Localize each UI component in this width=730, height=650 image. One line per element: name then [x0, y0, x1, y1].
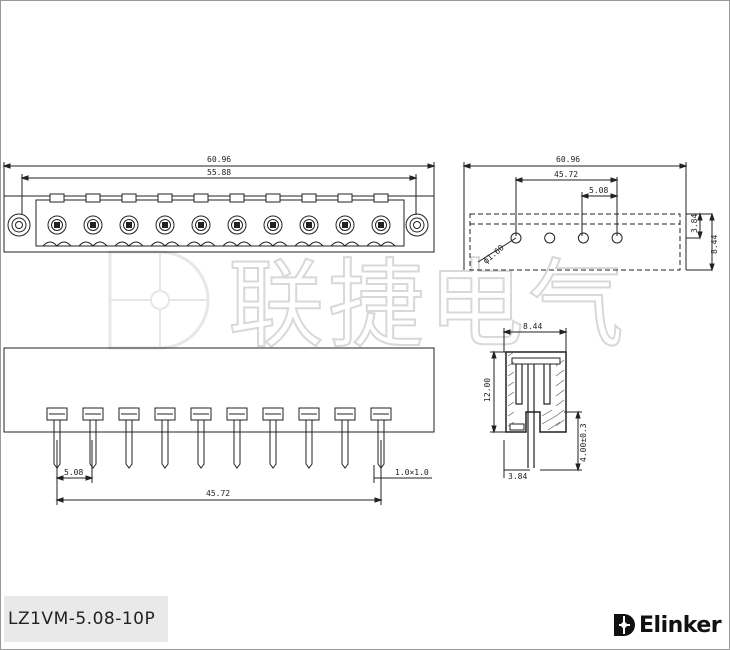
- dim-side-overall: 60.96: [556, 155, 580, 164]
- bottom-pin: [226, 407, 248, 469]
- side-hole: [544, 232, 556, 244]
- dim-front-overall: 60.96: [207, 155, 231, 164]
- front-terminal: [294, 193, 324, 247]
- dim-side-pitch: 5.08: [589, 186, 608, 195]
- front-pin-row: [42, 193, 396, 247]
- dim-bottom-span: 45.72: [206, 489, 230, 498]
- dim-bottom-pitch: 5.08: [64, 468, 83, 477]
- front-terminal: [78, 193, 108, 247]
- dim-front-span: 55.88: [207, 168, 231, 177]
- dim-profile-width: 8.44: [523, 322, 542, 331]
- part-number-label: LZ1VM-5.08-10P: [4, 596, 168, 642]
- front-terminal: [114, 193, 144, 247]
- side-view: [462, 162, 715, 272]
- dim-profile-offset: 3.84: [508, 472, 527, 481]
- bottom-pin: [46, 407, 68, 469]
- profile-hatch: [507, 351, 565, 431]
- bottom-pin: [334, 407, 356, 469]
- dim-profile-height: 12.00: [483, 378, 492, 402]
- dim-side-h1: 3.84: [690, 214, 699, 233]
- side-hole: [577, 232, 589, 244]
- dim-side-span: 45.72: [554, 170, 578, 179]
- bottom-pin: [190, 407, 212, 469]
- dim-bottom-pin: 1.0×1.0: [395, 468, 429, 477]
- front-terminal: [186, 193, 216, 247]
- side-hole: [510, 232, 522, 244]
- front-terminal: [150, 193, 180, 247]
- side-hole-row: [510, 232, 623, 244]
- bottom-pin: [298, 407, 320, 469]
- bottom-view: [3, 347, 435, 505]
- side-hole: [611, 232, 623, 244]
- bottom-pin: [118, 407, 140, 469]
- brand-name: Elinker: [639, 612, 722, 638]
- front-terminal: [330, 193, 360, 247]
- elinker-mark-icon: [614, 614, 635, 636]
- bottom-pin: [82, 407, 104, 469]
- front-terminal: [222, 193, 252, 247]
- watermark-logo: [108, 250, 210, 350]
- front-terminal: [258, 193, 288, 247]
- bottom-pin-row: [46, 407, 392, 469]
- watermark-text: 联捷电气: [228, 249, 628, 361]
- bottom-pin: [262, 407, 284, 469]
- profile-view: [490, 328, 582, 478]
- bottom-pin: [154, 407, 176, 469]
- front-terminal: [42, 193, 72, 247]
- bottom-pin: [370, 407, 392, 469]
- dim-side-h2: 8.44: [710, 235, 719, 254]
- dim-profile-pin: 4.00±0.3: [579, 423, 588, 462]
- front-view: [2, 162, 436, 253]
- brand-logo: Elinker: [612, 611, 722, 639]
- front-terminal: [366, 193, 396, 247]
